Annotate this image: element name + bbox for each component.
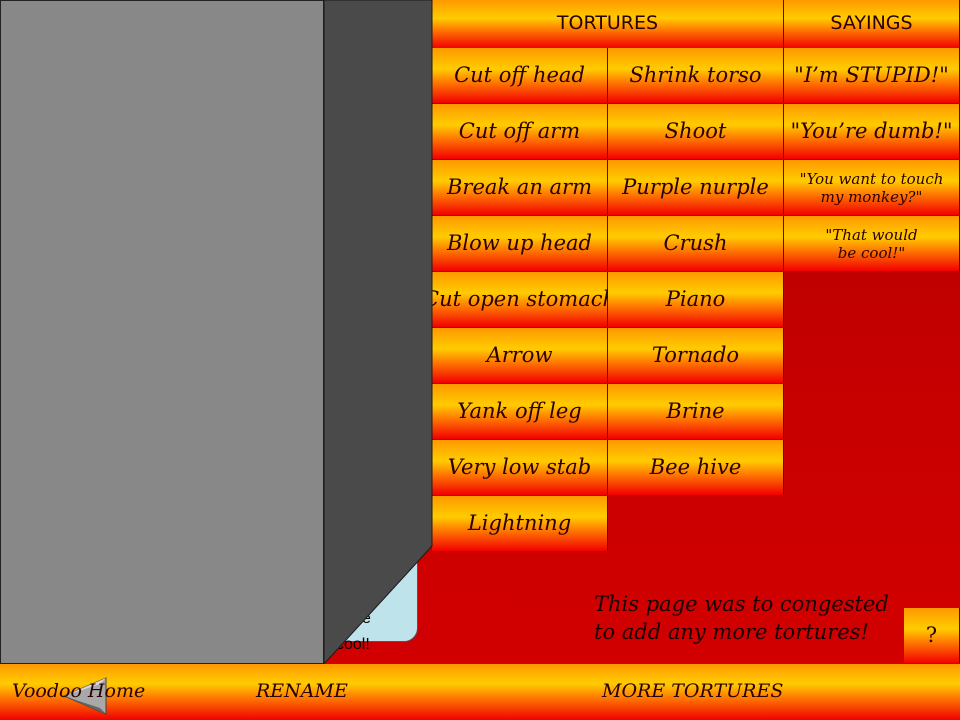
speech-bubble-partial-letter: e (362, 610, 371, 627)
sayings-header: SAYINGS (784, 0, 960, 48)
torture-bee-hive-button[interactable]: Bee hive (608, 440, 784, 495)
saying-that-would-be-cool-button[interactable]: "That would be cool!" (784, 216, 960, 271)
torture-cut-off-head-button[interactable]: Cut off head (432, 48, 608, 103)
torture-shoot-button[interactable]: Shoot (608, 104, 784, 159)
torture-lightning-button[interactable]: Lightning (432, 496, 608, 551)
torture-blow-up-head-button[interactable]: Blow up head (432, 216, 608, 271)
more-tortures-link[interactable]: MORE TORTURES (602, 680, 784, 702)
torture-purple-nurple-button[interactable]: Purple nurple (608, 160, 784, 215)
torture-tornado-button[interactable]: Tornado (608, 328, 784, 383)
torture-cut-open-stomach-button[interactable]: Cut open stomach (423, 272, 616, 327)
saying-touch-monkey-button[interactable]: "You want to touch my monkey?" (784, 160, 960, 215)
congested-note-line-1: This page was to congested (594, 592, 889, 616)
rename-link[interactable]: RENAME (256, 680, 348, 702)
voodoo-doll-panel-front (0, 0, 324, 664)
footer-bar (0, 664, 960, 720)
torture-very-low-stab-button[interactable]: Very low stab (432, 440, 608, 495)
voodoo-home-link[interactable]: Voodoo Home (12, 680, 146, 702)
torture-cut-off-arm-button[interactable]: Cut off arm (432, 104, 608, 159)
congested-note-line-2: to add any more tortures! (594, 620, 869, 645)
torture-shrink-torso-button[interactable]: Shrink torso (608, 48, 784, 103)
torture-arrow-button[interactable]: Arrow (432, 328, 608, 383)
torture-piano-button[interactable]: Piano (608, 272, 784, 327)
congested-note: This page was to congested to add any mo… (594, 590, 889, 647)
torture-crush-button[interactable]: Crush (608, 216, 784, 271)
torture-brine-button[interactable]: Brine (608, 384, 784, 439)
speech-bubble-text: cool! (336, 636, 370, 653)
saying-youre-dumb-button[interactable]: "You’re dumb!" (784, 104, 960, 159)
help-button[interactable]: ? (904, 608, 960, 663)
torture-yank-off-leg-button[interactable]: Yank off leg (432, 384, 608, 439)
saying-im-stupid-button[interactable]: "I’m STUPID!" (784, 48, 960, 103)
torture-break-arm-button[interactable]: Break an arm (432, 160, 608, 215)
back-arrow-icon[interactable] (62, 676, 110, 716)
tortures-header: TORTURES (432, 0, 784, 48)
